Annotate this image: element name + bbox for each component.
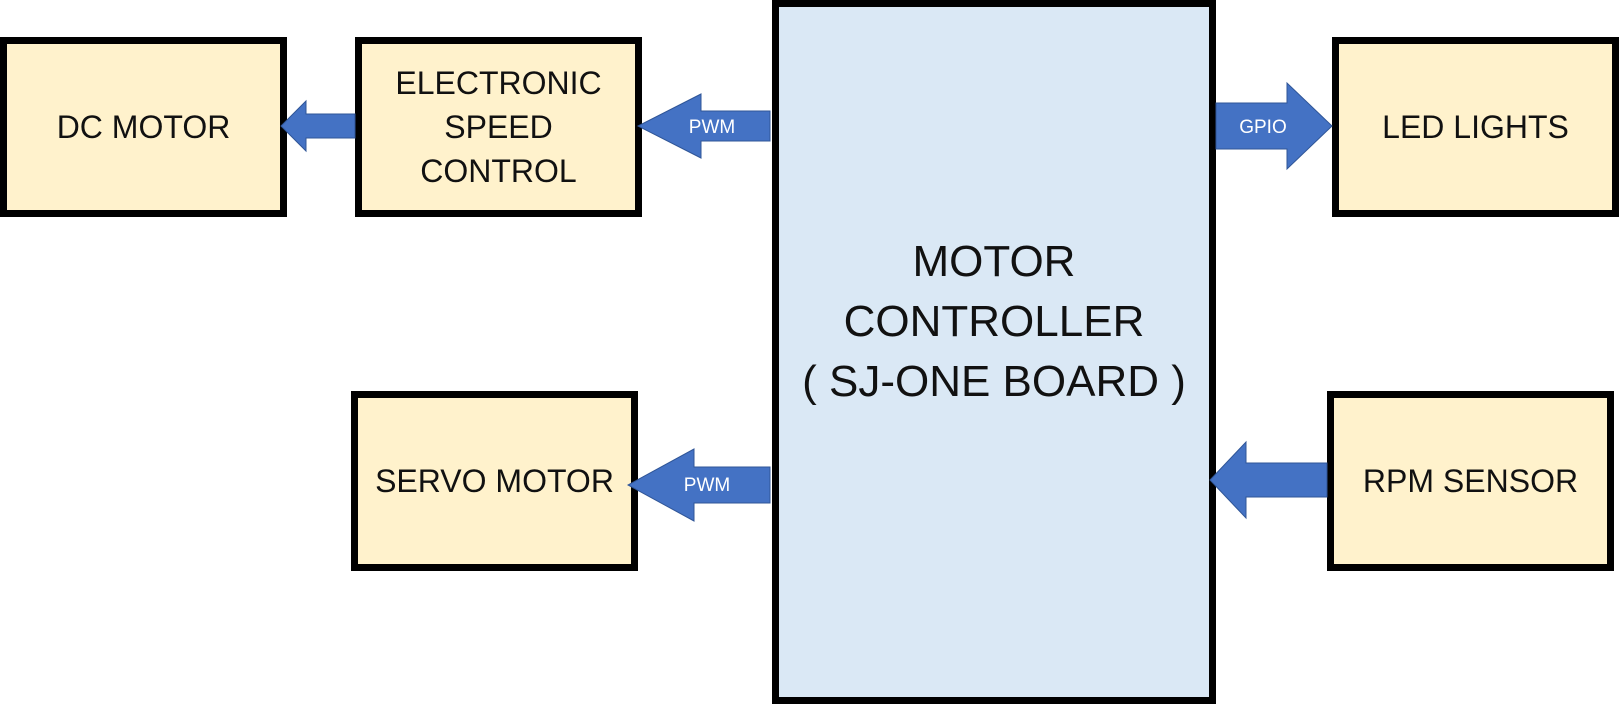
rpm-sensor-block: RPM SENSOR xyxy=(1327,391,1614,571)
dc-motor-block: DC MOTOR xyxy=(0,37,287,217)
led-lights-block: LED LIGHTS xyxy=(1332,37,1619,217)
rpm-sensor-label: RPM SENSOR xyxy=(1362,463,1579,499)
pwm-label-servo: PWM xyxy=(684,475,730,496)
gpio-arrow-to-led: GPIO xyxy=(1215,81,1333,171)
esc-block: ELECTRONIC SPEED CONTROL xyxy=(355,37,642,217)
motor-controller-block: MOTOR CONTROLLER ( SJ-ONE BOARD ) xyxy=(772,0,1216,704)
gpio-label: GPIO xyxy=(1239,117,1287,138)
motor-controller-label: MOTOR CONTROLLER ( SJ-ONE BOARD ) xyxy=(802,237,1186,406)
pwm-label-esc: PWM xyxy=(689,117,735,138)
esc-to-dc-motor-arrow xyxy=(280,99,356,153)
servo-motor-block: SERVO MOTOR xyxy=(351,391,638,571)
servo-motor-label: SERVO MOTOR xyxy=(375,463,614,499)
pwm-arrow-to-esc: PWM xyxy=(636,93,771,159)
dc-motor-label: DC MOTOR xyxy=(56,109,231,145)
rpm-to-controller-arrow xyxy=(1209,440,1328,520)
led-lights-label: LED LIGHTS xyxy=(1382,109,1569,145)
pwm-arrow-to-servo: PWM xyxy=(626,448,771,522)
esc-label: ELECTRONIC SPEED CONTROL xyxy=(395,65,602,189)
